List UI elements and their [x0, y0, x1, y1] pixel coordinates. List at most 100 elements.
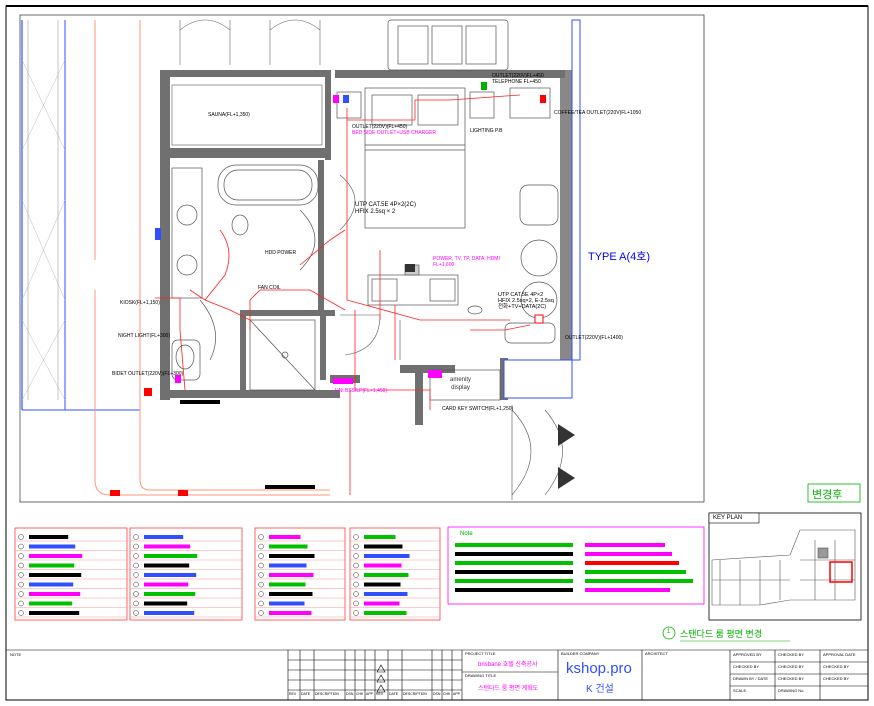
- revision-col-header: REV: [376, 692, 384, 696]
- legend-symbol-icon: [133, 562, 139, 569]
- legend-symbol-icon: [18, 572, 24, 578]
- doors: [339, 174, 563, 500]
- legend-symbol-icon: [18, 610, 24, 616]
- legend-entry-bar: [364, 601, 400, 606]
- tb-checked-by-1: CHECKED BY: [778, 652, 805, 657]
- legend-symbol-icon: [353, 581, 359, 588]
- revision-note-number: 1: [667, 629, 671, 635]
- legend-symbol-icon: [133, 581, 139, 588]
- revision-mark-box: [807, 483, 861, 503]
- legend-entry-bar: [29, 582, 74, 587]
- note-line-bar: [585, 552, 672, 556]
- annotation-lighting-pb: LIGHTING P.B: [470, 128, 503, 134]
- legend-entry-bar: [269, 592, 313, 596]
- annotation-sauna: SAUNA(FL+1,350): [208, 112, 250, 118]
- legend-entry-bar: [29, 592, 81, 596]
- note-line-bar: [585, 543, 665, 547]
- annotation-uni-bss: UNI BSS/LP(FL+1,450): [335, 388, 388, 394]
- annotation-outlet-mini: OUTLET(220V)(FL+450): [352, 124, 408, 130]
- legend-entry-bar: [364, 563, 402, 568]
- tb-company-sub: K 건설: [586, 684, 614, 695]
- bed: [336, 87, 495, 229]
- legend-entry-bar: [269, 611, 312, 615]
- legend-symbol-icon: [18, 534, 24, 540]
- legend-symbol-icon: [18, 553, 24, 559]
- legend-entry-bar: [29, 544, 76, 549]
- revision-note: 스탠다드 룸 평면 변경: [680, 629, 763, 639]
- annotation-fan-coil: FAN COIL: [258, 285, 281, 291]
- revision-col-header: REV: [289, 692, 297, 696]
- legend-symbol-icon: [353, 553, 359, 559]
- tb-approval-date: APPROVAL DATE: [823, 652, 856, 657]
- note-line-bar: [585, 561, 679, 565]
- corridor-left: [19, 20, 330, 500]
- legend-entry-bar: [29, 554, 83, 558]
- title-block: [6, 649, 868, 700]
- legend-symbol-icon: [133, 534, 139, 540]
- type-label: TYPE A(4호): [588, 251, 651, 263]
- device-markers: [110, 82, 546, 496]
- legend-entry-bar: [364, 535, 396, 539]
- revision-col-header: APP: [453, 692, 461, 696]
- tb-note-label: NOTE: [10, 652, 22, 657]
- legend-entry-bar: [144, 544, 191, 549]
- legend-entry-bar: [29, 563, 75, 568]
- note-line-bar: [585, 588, 670, 592]
- legend-symbol-icon: [133, 553, 139, 559]
- revision-col-header: DATE: [301, 692, 311, 696]
- tb-builder-label: BUILDER COMPANY: [561, 651, 600, 656]
- legend-entry-bar: [144, 535, 184, 539]
- revision-col-header: DATE: [389, 692, 399, 696]
- legend-symbol-icon: [258, 572, 264, 578]
- tb-approved-by: APPROVED BY: [733, 652, 762, 657]
- legend-entry-bar: [269, 582, 306, 587]
- annotation-outlet-1400: OUTLET(220V)(FL+1400): [565, 335, 623, 341]
- drawing-frame: [19, 14, 705, 503]
- legend-entry-bar: [269, 554, 315, 558]
- legend-symbol-icon: [18, 562, 24, 569]
- legend-symbol-icon: [258, 543, 264, 550]
- legend-symbol-icon: [258, 581, 264, 588]
- key-plan: [708, 512, 862, 621]
- tb-architect-label: ARCHITECT: [645, 651, 668, 656]
- legend-symbol-icon: [133, 591, 139, 597]
- bathroom: [171, 164, 319, 391]
- legend-entry-bar: [269, 563, 307, 568]
- revision-col-header: DESCRIPTION: [315, 692, 339, 696]
- note-line-bar: [455, 561, 573, 565]
- legend-entry-bar: [29, 601, 73, 606]
- legend-symbol-icon: [133, 543, 139, 550]
- legend-symbol-icon: [353, 610, 359, 616]
- legend-symbol-icon: [18, 591, 24, 597]
- annotation-card-key: CARD KEY SWITCH(FL+1,250): [442, 406, 514, 412]
- legend-symbol-icon: [353, 600, 359, 607]
- tb-checked-by-5: CHECKED BY: [778, 676, 805, 681]
- annotation-power-tv: POWER, TV, TP, DATA, HDMI FL+1,600: [433, 256, 500, 268]
- annotation-coffee-outlet: COFFEE/TEA OUTLET(220V)FL+1050: [554, 110, 642, 116]
- annotation-utp-right: UTP CAT.5E 4P×2 HFIX 2.5sq×2, E-2.5sq 전화…: [498, 292, 554, 310]
- legend-entry-bar: [364, 544, 403, 549]
- revision-col-header: APP: [366, 692, 374, 696]
- revision-col-header: CHK: [443, 692, 451, 696]
- legend-entry-bar: [269, 544, 308, 549]
- tb-checked-by-4: CHECKED BY: [823, 664, 850, 669]
- legend-entry-bar: [269, 573, 314, 577]
- legend-entry-bar: [29, 573, 82, 577]
- annotation-kiosk: KIOSK(FL+1,150): [120, 300, 160, 306]
- legend-tables: [14, 526, 705, 621]
- legend-entry-bar: [144, 601, 188, 606]
- revision-mark: 변경후: [812, 489, 843, 501]
- legend-symbol-icon: [258, 591, 264, 597]
- annotation-night-light: NIGHT LIGHT(FL+300): [118, 333, 171, 339]
- annotation-utp-left: UTP CAT.5E 4P×2(2C) HFIX 2.5sq × 2: [355, 202, 416, 215]
- sofa: [387, 19, 509, 71]
- legend-symbol-icon: [133, 572, 139, 578]
- tb-drawn-by: DRAWN BY / DATE: [733, 676, 769, 681]
- legend-entry-bar: [144, 582, 189, 587]
- legend-rows: [15, 534, 693, 618]
- legend-symbol-icon: [258, 610, 264, 616]
- legend-entry-bar: [269, 535, 301, 539]
- tb-project-title: brisbane 호텔 신축공사: [478, 662, 538, 668]
- tb-company-name: kshop.pro: [566, 660, 632, 677]
